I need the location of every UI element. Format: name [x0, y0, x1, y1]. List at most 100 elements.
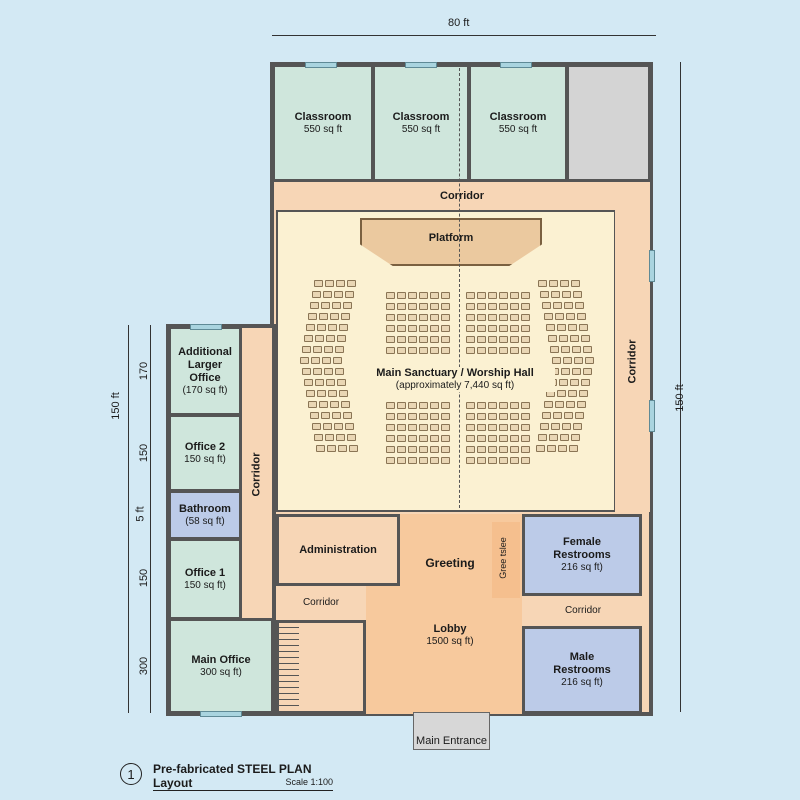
- seat: [312, 423, 321, 430]
- seat: [581, 379, 590, 386]
- seat: [397, 402, 406, 409]
- seat: [325, 280, 334, 287]
- seat: [466, 457, 475, 464]
- seat: [499, 402, 508, 409]
- seat: [499, 413, 508, 420]
- room-name: Main Office: [191, 653, 251, 666]
- seat: [408, 435, 417, 442]
- greeting-counter-label: Gree tslee: [497, 537, 508, 579]
- segment-label: 150: [138, 568, 151, 588]
- seat: [577, 313, 586, 320]
- seat: [566, 401, 575, 408]
- seat: [562, 423, 571, 430]
- seat: [334, 291, 343, 298]
- room-name: Male Restrooms: [553, 651, 611, 676]
- seat: [386, 292, 395, 299]
- seat: [488, 347, 497, 354]
- seat: [521, 435, 530, 442]
- room-name: Bathroom: [179, 502, 231, 515]
- seat: [306, 324, 315, 331]
- seat: [386, 314, 395, 321]
- seat: [408, 446, 417, 453]
- seat: [308, 401, 317, 408]
- main-entrance[interactable]: Main Entrance: [413, 712, 490, 750]
- seat: [430, 303, 439, 310]
- seat: [570, 335, 579, 342]
- sanctuary-name: Main Sanctuary / Worship Hall: [376, 367, 534, 379]
- platform[interactable]: [360, 218, 542, 266]
- room-area: (170 sq ft): [182, 384, 228, 396]
- seat: [325, 434, 334, 441]
- room-name: Classroom: [294, 110, 352, 123]
- seat: [339, 324, 348, 331]
- seat: [510, 446, 519, 453]
- seat: [547, 445, 556, 452]
- seat: [566, 313, 575, 320]
- seat: [397, 336, 406, 343]
- lower-corridor: Corridor: [276, 586, 366, 620]
- seat: [419, 402, 428, 409]
- room-name: Classroom: [489, 110, 547, 123]
- seat: [466, 314, 475, 321]
- seat: [397, 325, 406, 332]
- main-entrance-label: Main Entrance: [416, 735, 487, 747]
- corridor-label: Corridor: [440, 189, 484, 202]
- room-area: 216 sq ft): [561, 677, 603, 688]
- seat: [386, 325, 395, 332]
- seat: [555, 401, 564, 408]
- seat: [337, 379, 346, 386]
- seat: [397, 413, 406, 420]
- seat: [572, 346, 581, 353]
- seat: [477, 424, 486, 431]
- seat: [499, 292, 508, 299]
- seat: [341, 313, 350, 320]
- seat: [343, 302, 352, 309]
- room-area: 550 sq ft: [303, 123, 343, 135]
- administration[interactable]: Administration: [276, 514, 400, 586]
- seat: [466, 325, 475, 332]
- window: [200, 711, 242, 717]
- seat: [313, 368, 322, 375]
- seat: [551, 291, 560, 298]
- seat: [521, 303, 530, 310]
- seat: [488, 336, 497, 343]
- room-area: 300 sq ft): [200, 666, 242, 678]
- seat: [557, 324, 566, 331]
- seat: [510, 303, 519, 310]
- seat: [328, 324, 337, 331]
- seat: [419, 314, 428, 321]
- additional-larger-office[interactable]: Additional Larger Office(170 sq ft): [168, 326, 242, 416]
- seat: [579, 324, 588, 331]
- seat: [336, 434, 345, 441]
- seat: [321, 412, 330, 419]
- seat: [510, 457, 519, 464]
- bathroom[interactable]: Bathroom(58 sq ft): [168, 490, 242, 540]
- seat: [521, 325, 530, 332]
- seat: [510, 314, 519, 321]
- seat: [306, 390, 315, 397]
- seat: [441, 303, 450, 310]
- seat: [542, 412, 551, 419]
- seat: [419, 446, 428, 453]
- seat: [397, 303, 406, 310]
- seat: [441, 314, 450, 321]
- sanctuary-label-box: Main Sanctuary / Worship Hall (approxima…: [355, 367, 555, 392]
- seat: [488, 413, 497, 420]
- seat: [332, 302, 341, 309]
- seat: [573, 291, 582, 298]
- seat: [571, 280, 580, 287]
- seat: [585, 357, 594, 364]
- window: [190, 324, 222, 330]
- seat: [345, 423, 354, 430]
- seat: [499, 336, 508, 343]
- seat: [441, 424, 450, 431]
- seat: [441, 292, 450, 299]
